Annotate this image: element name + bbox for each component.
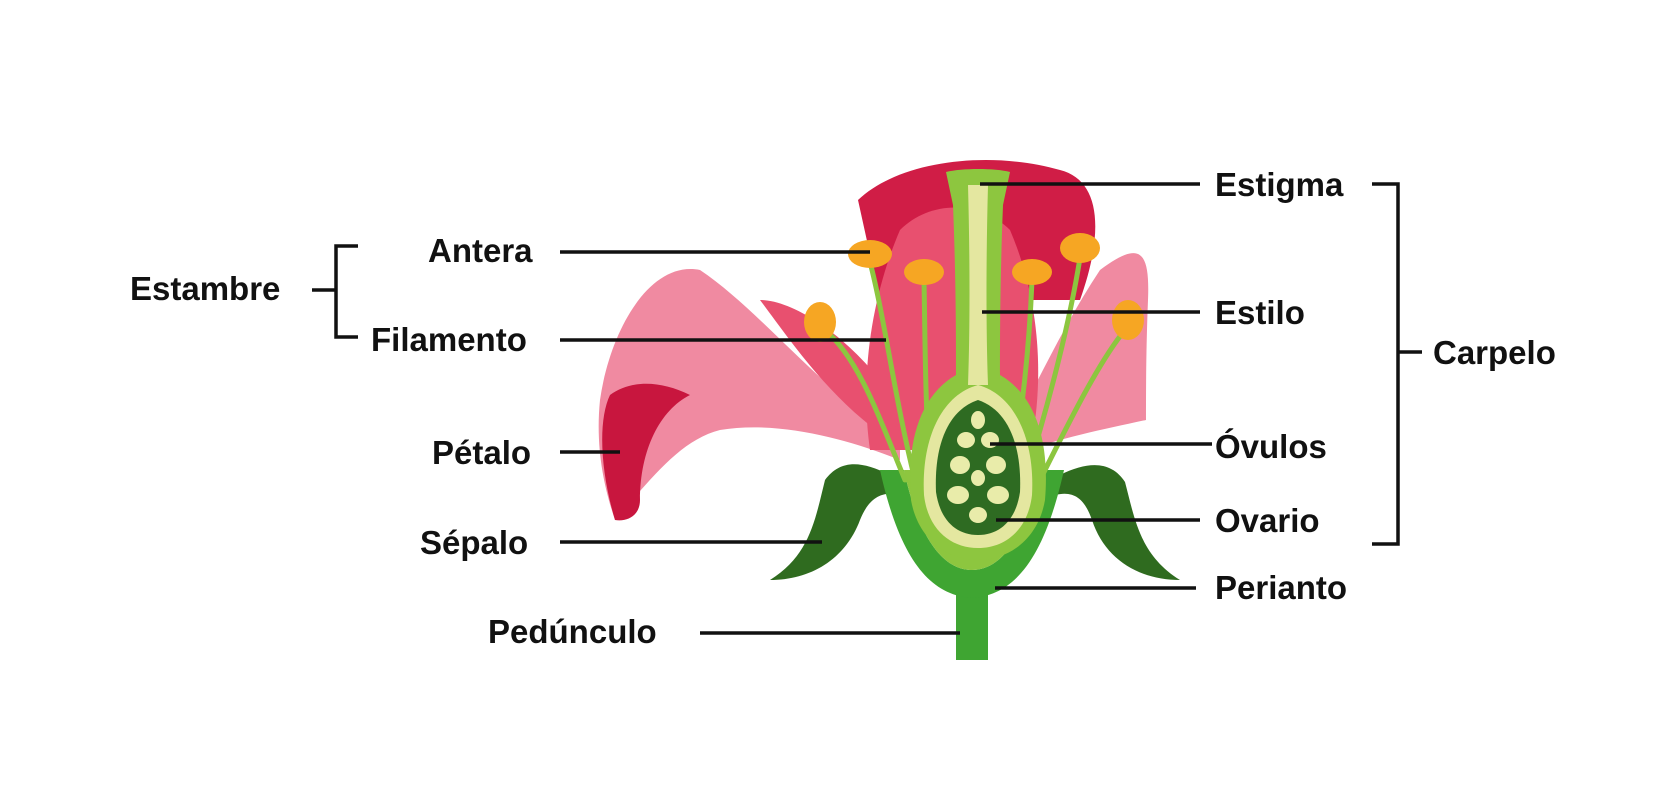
ovule <box>947 486 969 504</box>
ovule <box>950 456 970 474</box>
label-estambre: Estambre <box>130 270 281 307</box>
ovule <box>987 486 1009 504</box>
estambre-bracket <box>334 244 358 339</box>
label-pedunculo: Pedúnculo <box>488 613 657 650</box>
receptacle <box>880 470 1064 598</box>
filament-1 <box>822 327 908 483</box>
leader-lines <box>312 182 1422 635</box>
right-sepal <box>1055 465 1180 580</box>
ovule <box>986 456 1006 474</box>
anther-4 <box>1012 259 1052 285</box>
anther-5 <box>1060 233 1100 263</box>
ovule <box>971 470 985 486</box>
filament-6 <box>1037 327 1128 483</box>
left-petal-tip <box>602 383 690 521</box>
anther-3 <box>904 259 944 285</box>
left-sepal <box>770 464 900 580</box>
label-estilo: Estilo <box>1215 294 1305 331</box>
carpelo-bracket <box>1372 182 1400 546</box>
ovule <box>971 411 985 429</box>
filament-2 <box>867 259 918 483</box>
anther-2 <box>848 240 892 268</box>
label-antera: Antera <box>428 232 533 269</box>
ovule <box>957 432 975 448</box>
left-petal <box>598 269 900 520</box>
label-petalo: Pétalo <box>432 434 532 471</box>
style-inner <box>968 185 988 385</box>
anthers <box>804 233 1144 342</box>
right-petal <box>1000 253 1149 460</box>
label-perianto: Perianto <box>1215 569 1348 606</box>
label-carpelo: Carpelo <box>1433 334 1556 371</box>
label-sepalo: Sépalo <box>420 524 529 561</box>
label-ovario: Ovario <box>1215 502 1320 539</box>
anther-1 <box>804 302 836 342</box>
stem <box>956 590 988 660</box>
label-filamento: Filamento <box>371 321 527 358</box>
label-estigma: Estigma <box>1215 166 1344 203</box>
left-petal-shade <box>760 300 890 440</box>
label-ovulos: Óvulos <box>1215 428 1327 465</box>
ovules <box>947 411 1009 523</box>
anther-6 <box>1112 300 1144 340</box>
ovule <box>969 507 987 523</box>
